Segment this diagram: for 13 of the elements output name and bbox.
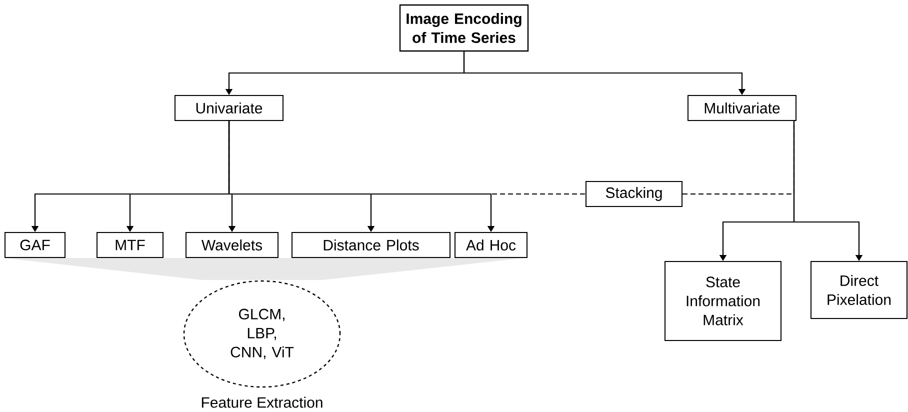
category-box: Distance Plots (292, 232, 450, 258)
title-box: Image Encoding of Time Series (399, 4, 529, 52)
category-box: Direct Pixelation (810, 261, 908, 319)
category-box: Wavelets (186, 232, 278, 258)
caption-text: Feature Extraction (202, 396, 322, 408)
category-box: Univariate (174, 95, 284, 121)
category-box: Ad Hoc (454, 232, 528, 258)
category-box: Multivariate (688, 95, 796, 121)
funnel-shape (4, 258, 524, 280)
category-box: MTF (96, 232, 164, 258)
category-box: GAF (4, 232, 66, 258)
category-box: Stacking (586, 181, 682, 207)
category-box: State Information Matrix (664, 261, 782, 341)
